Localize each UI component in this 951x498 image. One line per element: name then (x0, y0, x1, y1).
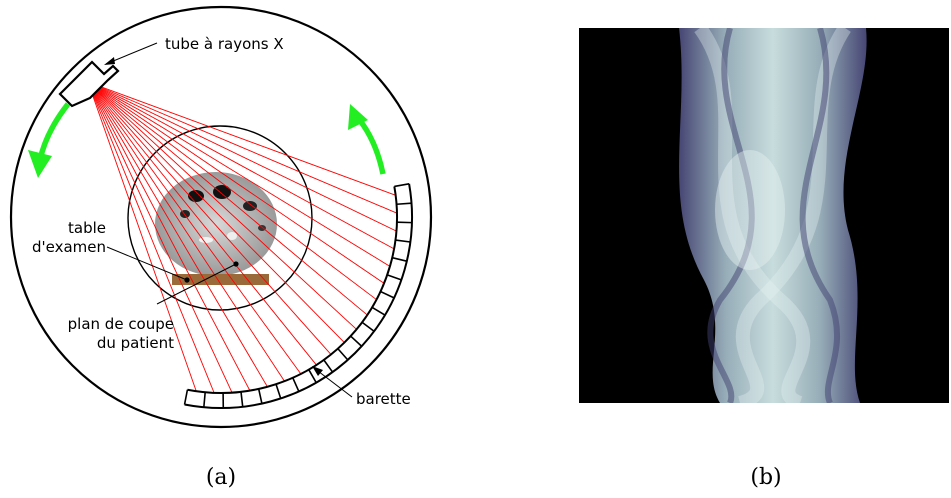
x-ray-beam (87, 81, 395, 250)
x-ray-beam (87, 81, 317, 366)
detector-cell-divider (394, 183, 410, 188)
x-ray-beam (87, 81, 251, 391)
caption-b: (b) (750, 465, 781, 490)
x-ray-beam (87, 81, 332, 355)
detector-cell-divider (361, 321, 375, 332)
detector-cell-divider (396, 202, 412, 206)
detector-cell-divider (203, 392, 206, 408)
x-ray-beams (87, 81, 398, 394)
detector-cell-divider (350, 335, 363, 347)
x-ray-beam (87, 81, 368, 316)
detector-arc (184, 183, 413, 409)
table-leader-dot (184, 277, 190, 283)
label-tube: tube à rayons X (165, 35, 284, 53)
detector-cell-divider (292, 377, 300, 392)
detector-cell-divider (392, 256, 408, 262)
sinogram-image (679, 28, 867, 403)
x-ray-beam (87, 81, 385, 284)
label-plan-line2: du patient (97, 334, 174, 352)
x-ray-tube-icon (58, 60, 120, 108)
detector-cell-divider (275, 383, 282, 399)
detector-cell-divider (183, 389, 189, 405)
detector-cell-divider (386, 274, 402, 281)
x-ray-beam (87, 81, 302, 375)
x-ray-beam (87, 81, 268, 387)
detector-cell-divider (380, 290, 395, 299)
label-table-line1: table (68, 219, 106, 237)
detector-cell-divider (337, 348, 349, 361)
x-ray-beam (87, 81, 391, 267)
x-ray-beam (87, 81, 215, 394)
x-ray-beam (87, 81, 233, 393)
detector-cell-divider (371, 306, 386, 316)
gantry-circle (9, 5, 433, 429)
tube-leader-arrowhead (104, 57, 115, 65)
x-ray-beam (87, 81, 285, 382)
x-ray-beam (87, 81, 345, 343)
detector-bar (183, 183, 413, 409)
x-ray-beam (87, 81, 377, 300)
x-ray-beam (87, 81, 197, 392)
panel-b-sinogram: (b) (579, 28, 949, 490)
detector-cell-divider (240, 391, 244, 407)
plan-leader-dot (233, 261, 239, 267)
label-barette: barette (356, 390, 411, 408)
examination-table (172, 274, 269, 285)
barette-leader-arrowhead (312, 366, 323, 376)
panel-a-diagram: tube à rayons X table d'examen plan de c… (9, 5, 433, 490)
label-table-line2: d'examen (32, 238, 106, 256)
detector-cell-divider (395, 239, 411, 243)
x-ray-beam (87, 81, 396, 196)
x-ray-beam (87, 81, 398, 214)
detector-cell-divider (323, 359, 334, 373)
detector-cell-divider (257, 388, 263, 404)
detector-arc (187, 186, 398, 394)
rotation-arrow-right-icon (348, 104, 386, 175)
label-plan-line1: plan de coupe (68, 315, 174, 333)
detector-cell-divider (308, 369, 317, 383)
caption-a: (a) (206, 465, 236, 490)
x-ray-beam (87, 81, 357, 330)
plan-leader-line (156, 263, 237, 305)
x-ray-beam (87, 81, 397, 232)
rotation-arrow-left-icon (28, 102, 71, 178)
table-leader-line (106, 246, 188, 281)
scan-field-circle (127, 125, 313, 311)
patient-slice-image (155, 172, 277, 276)
